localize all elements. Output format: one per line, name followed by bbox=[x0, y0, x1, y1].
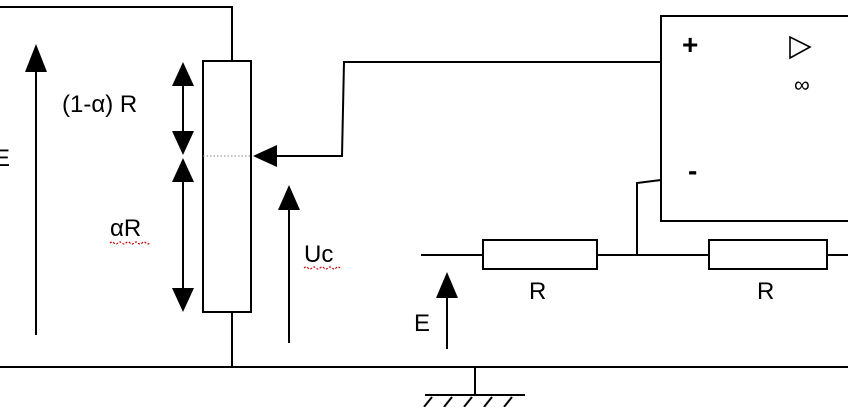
potentiometer bbox=[202, 60, 252, 313]
ground-hatch-icon bbox=[423, 396, 513, 407]
control-voltage-arrow bbox=[278, 185, 300, 343]
opamp-gain-label: ∞ bbox=[794, 72, 810, 97]
resistor-2 bbox=[708, 239, 828, 270]
resistor-2-label: R bbox=[757, 278, 774, 305]
triangle-right-icon bbox=[789, 35, 812, 60]
upper-fraction-arrow bbox=[172, 62, 194, 155]
top-supply-wire bbox=[0, 6, 233, 61]
opamp-minus-label: - bbox=[688, 155, 697, 186]
resistor-1-label: R bbox=[529, 278, 546, 305]
wiper-to-plus-wire bbox=[275, 61, 661, 157]
lower-fraction-spell-underline bbox=[109, 241, 151, 245]
input-e-label: E bbox=[414, 310, 430, 337]
source-voltage-arrow bbox=[25, 44, 47, 335]
lower-fraction-label: αR bbox=[110, 215, 141, 242]
opamp-plus-label: + bbox=[682, 29, 698, 60]
opamp-box bbox=[660, 15, 848, 222]
upper-fraction-label: (1-α) R bbox=[62, 91, 137, 118]
source-e-label: E bbox=[0, 145, 10, 172]
input-voltage-arrow bbox=[436, 272, 458, 349]
control-voltage-label: Uc bbox=[304, 241, 333, 268]
lower-fraction-arrow bbox=[172, 158, 194, 312]
minus-input-wire bbox=[636, 179, 662, 255]
wiper-arrowhead bbox=[253, 145, 277, 167]
resistor-1 bbox=[482, 239, 598, 270]
